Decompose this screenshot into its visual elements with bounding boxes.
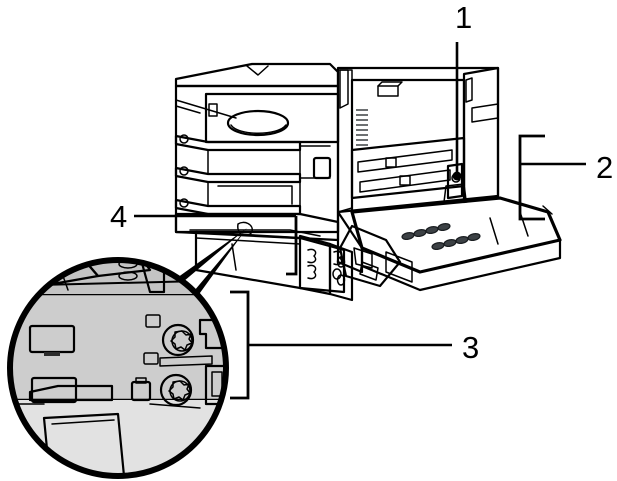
latch-body	[446, 162, 464, 200]
tray-interior	[207, 149, 301, 207]
socket-upper-pins	[36, 332, 68, 344]
detail-right-bracket-b	[204, 364, 226, 406]
callout-2-label: 2	[596, 150, 613, 185]
callout-2-leader	[518, 134, 586, 221]
bracket-tab	[130, 377, 152, 402]
lower-skirt-line	[189, 229, 321, 237]
upper-drawer-face	[204, 92, 340, 144]
open-lower-door	[350, 196, 562, 292]
rail-roller-1	[179, 134, 189, 144]
callout-4-label: 4	[110, 199, 127, 234]
tray-rail-3	[174, 198, 302, 216]
detail-circle-contents	[10, 260, 226, 476]
upper-drawer	[204, 92, 340, 144]
drawer-grip-shadow	[230, 124, 287, 134]
detail-shelf-plate-b	[84, 260, 152, 278]
tray-gap-upper	[207, 149, 301, 175]
detail-lower-plate-line	[51, 419, 115, 425]
rail-roller-2	[179, 166, 189, 176]
detail-shaft-pin	[159, 355, 213, 367]
front-face-edge-b	[175, 105, 201, 114]
callout-3-bracket	[230, 290, 250, 400]
door-corner-notch	[542, 205, 553, 215]
transport-roller-upper	[357, 149, 453, 173]
drawer-small-tab	[208, 103, 218, 117]
callout-1-label: 1	[455, 0, 472, 35]
right-cover-slot	[471, 103, 499, 123]
clip-rail-hole	[332, 268, 342, 280]
panel-tab-top	[377, 81, 403, 87]
thumbscrew-upper	[161, 323, 195, 357]
roller-collar-a	[385, 157, 397, 168]
door-hinge-mechanism	[338, 224, 413, 288]
front-label-square	[312, 156, 332, 180]
vent-slots	[356, 109, 368, 146]
detail-circle	[7, 257, 229, 479]
thumbscrew-upper-ring	[161, 323, 195, 357]
column-hole-1	[336, 256, 346, 268]
detail-circle-outline	[7, 257, 229, 479]
thumbscrew-lower-knurl	[168, 380, 191, 401]
detail-panel-face	[10, 294, 226, 402]
thumbscrew-lower-ring	[159, 373, 193, 407]
bracket-tab-top	[135, 377, 147, 384]
right-side-assembly	[336, 66, 562, 292]
column-hole-2	[336, 274, 346, 286]
detail-sheet-edge	[28, 384, 114, 402]
right-column-face	[328, 242, 354, 302]
right-cover-ridge	[465, 77, 473, 103]
door-seam-a	[489, 217, 499, 245]
base-seam	[231, 243, 237, 271]
bracket-tab-body	[130, 380, 152, 402]
upper-latch-lever	[443, 162, 467, 203]
right-side-cover	[462, 66, 500, 204]
hinge-arm	[385, 251, 413, 283]
wedge-origin-cap	[237, 221, 253, 237]
callout-1-leader	[452, 42, 462, 181]
socket-lower-shell	[30, 376, 78, 404]
clip-hook-1	[307, 248, 317, 264]
tray-rail-1	[174, 134, 302, 152]
callout-3-label: 3	[462, 330, 479, 365]
socket-upper-latch	[44, 352, 60, 356]
panel-tab	[377, 85, 399, 97]
callout-1-endpoint	[452, 171, 462, 181]
tray-rail-2	[174, 166, 302, 184]
printer-body	[174, 62, 562, 302]
callout-3-leader	[230, 290, 452, 400]
callout-4-bracket	[286, 216, 298, 276]
tray-gap-lower	[207, 181, 301, 207]
base-top-line	[195, 237, 301, 245]
roller-collar-b	[399, 175, 411, 186]
callout-4-leader	[134, 214, 298, 276]
hinge-plate	[353, 247, 373, 269]
callout-2-bracket	[518, 134, 545, 221]
clip-hook-2	[307, 264, 317, 280]
door-slot-group	[401, 222, 481, 251]
thumbscrew-lower	[159, 373, 193, 407]
cover-light-bar	[339, 69, 349, 109]
connector-socket-upper	[28, 324, 76, 356]
dark-square-upper	[145, 314, 161, 328]
rail-roller-3	[179, 198, 189, 208]
door-top-face	[350, 196, 562, 274]
transport-roller-lower	[359, 169, 451, 193]
top-cover-notch	[246, 65, 269, 76]
body-right-column	[328, 242, 354, 302]
hinge-shadow	[359, 261, 379, 281]
dark-square-lower	[143, 352, 159, 365]
detail-shelf-hole-2	[118, 271, 138, 281]
printer-top-cover	[174, 62, 340, 88]
drawer-grip-oval	[226, 109, 290, 137]
tray-inner-edge	[217, 185, 293, 205]
thumbscrew-upper-knurl	[170, 330, 193, 351]
dark-left-wall	[336, 210, 364, 274]
